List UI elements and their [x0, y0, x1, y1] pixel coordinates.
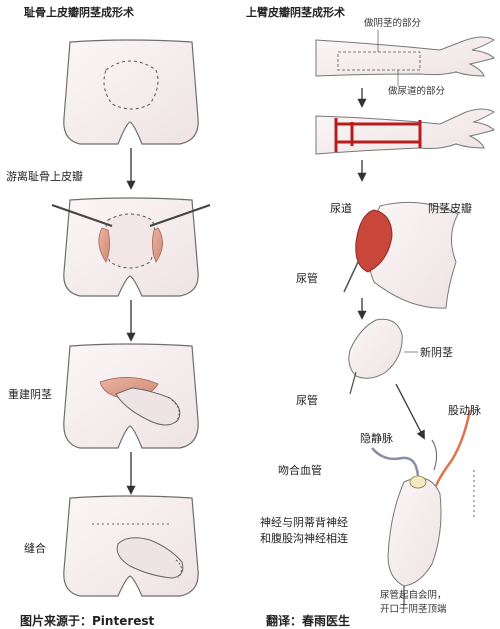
- step-label-suture: 缝合: [24, 542, 46, 555]
- pelvis-figure-2: [51, 197, 211, 297]
- label-anastomosis: 吻合血管: [278, 464, 322, 477]
- arm-label-urethra-part: 做尿道的部分: [388, 86, 446, 97]
- label-urethral-opening-1: 尿管起自会阴，: [380, 590, 447, 601]
- footer-source: 图片来源于：Pinterest: [20, 614, 155, 628]
- label-nerve-line-1: 神经与阴蒂背神经: [260, 516, 348, 529]
- label-catheter-2: 尿管: [296, 394, 318, 407]
- left-title: 耻骨上皮瓣阴茎成形术: [24, 6, 134, 19]
- label-nerve-line-2: 和腹股沟神经相连: [260, 532, 348, 545]
- step-label-free-flap: 游离耻骨上皮瓣: [6, 170, 83, 183]
- label-new-penis: 新阴茎: [420, 346, 453, 359]
- arm-label-penis-part: 做阴茎的部分: [364, 18, 422, 29]
- diag-arrow: [395, 383, 425, 440]
- label-urethra: 尿道: [330, 202, 352, 215]
- label-urethral-opening-2: 开口于阴茎顶端: [380, 604, 447, 615]
- arm-figure-1: [315, 30, 495, 86]
- label-saphenous-vein: 隐静脉: [360, 432, 393, 445]
- new-penis-figure: [348, 318, 418, 395]
- label-femoral-artery: 股动脉: [448, 404, 481, 417]
- footer-translator: 翻译：春雨医生: [266, 614, 351, 628]
- pelvis-figure-3: [63, 343, 199, 449]
- pelvis-figure-1: [63, 39, 199, 145]
- step-label-reconstruct: 重建阴茎: [8, 388, 52, 401]
- label-catheter-1: 尿管: [296, 272, 318, 285]
- arm-figure-2: [315, 108, 495, 155]
- anastomosis-figure: [371, 409, 475, 606]
- flap-tube-figure: [343, 201, 459, 309]
- label-penis-skin-flap: 阴茎皮瓣: [428, 202, 472, 215]
- pelvis-figure-4: [63, 495, 199, 597]
- right-title: 上臂皮瓣阴茎成形术: [246, 6, 345, 19]
